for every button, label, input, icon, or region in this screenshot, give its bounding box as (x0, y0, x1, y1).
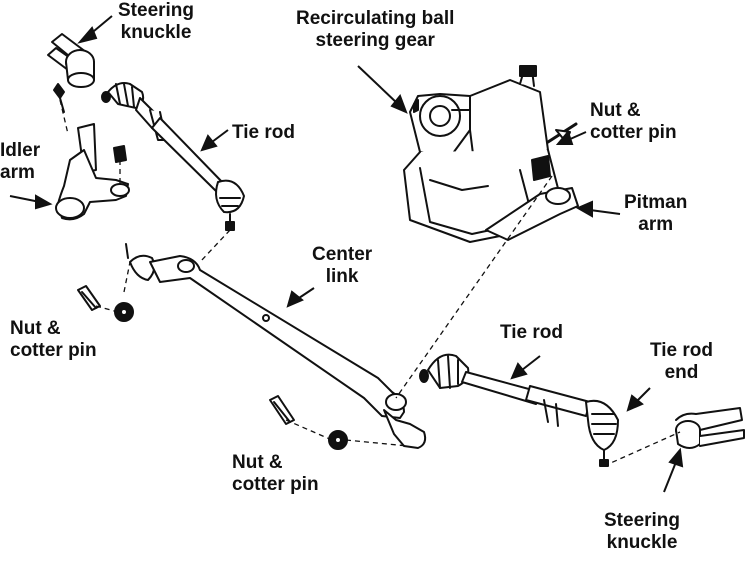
assembly-guide-lines (59, 99, 681, 467)
steering-knuckle-top-part (47, 33, 95, 88)
arrow-head (77, 26, 98, 44)
nut-cotter-bottom-part (269, 395, 348, 450)
label-nut-cotter-pin-right: Nut &cotter pin (590, 100, 677, 143)
nut-cotter-left-part (77, 285, 134, 322)
label-tie-rod-lower: Tie rod (500, 322, 563, 343)
label-nut-cotter-pin-bottom: Nut &cotter pin (232, 452, 319, 495)
steering-knuckle-bottom-part (675, 407, 745, 449)
pitman-arm-part (485, 122, 579, 241)
label-tie-rod-upper: Tie rod (232, 122, 295, 143)
idler-arm-part (53, 83, 130, 221)
upper-tie-rod-part (101, 82, 245, 231)
label-nut-cotter-pin-left: Nut &cotter pin (10, 318, 97, 361)
center-link-part (125, 243, 427, 449)
lower-tie-rod-part (419, 353, 619, 467)
leader-arrows (9, 15, 684, 493)
